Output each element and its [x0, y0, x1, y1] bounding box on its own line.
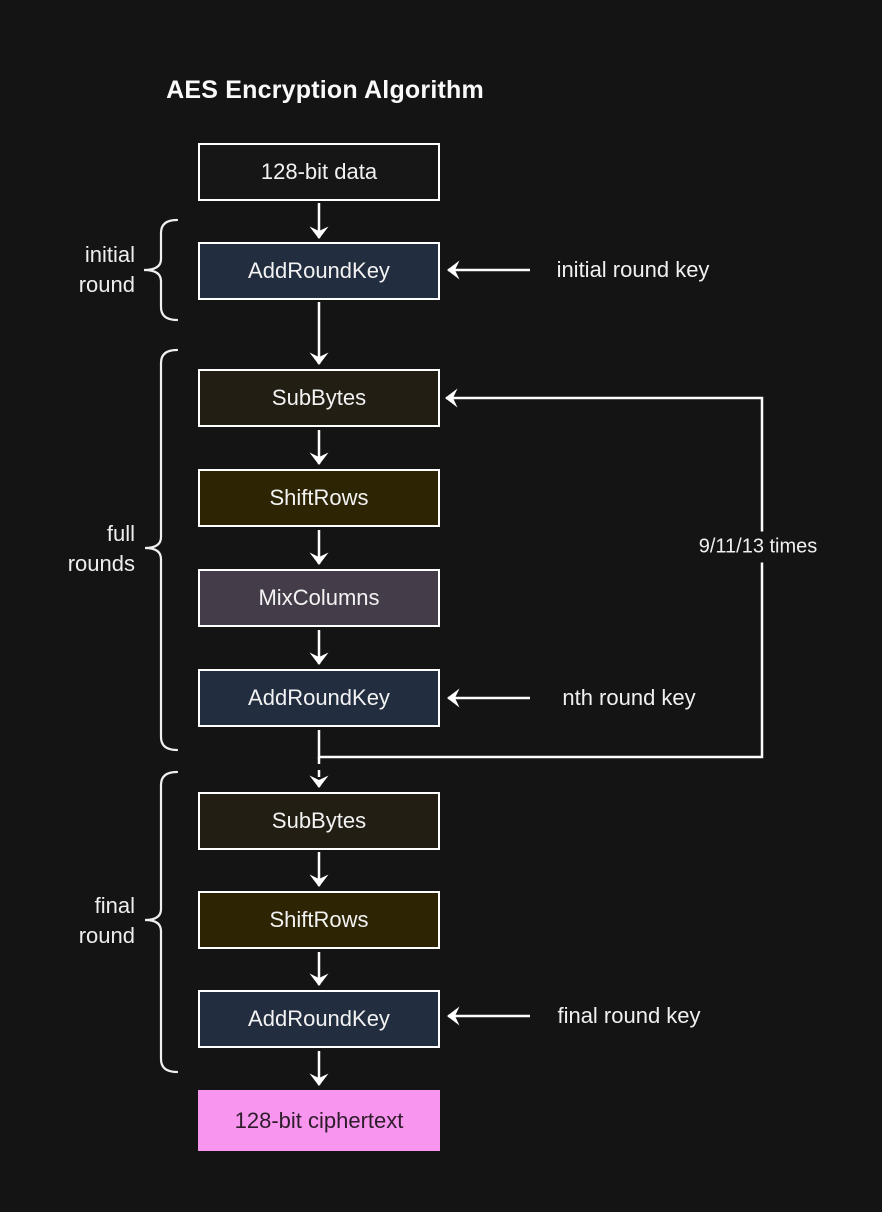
label-final-round-key: final round key [557, 1003, 701, 1028]
node-addroundkey-final: AddRoundKey [198, 990, 440, 1048]
brace-full-rounds [144, 348, 179, 752]
label-final-round: final round [25, 891, 135, 951]
brace-final-round [144, 770, 179, 1074]
label-final-round-line1: final [94, 893, 135, 918]
label-initial-round: initial round [25, 240, 135, 300]
node-addroundkey-full: AddRoundKey [198, 669, 440, 727]
label-initial-round-key: initial round key [556, 257, 710, 282]
label-loop-count: 9/11/13 times [692, 531, 824, 563]
label-full-rounds-line2: rounds [67, 551, 135, 576]
diagram-title: AES Encryption Algorithm [166, 76, 484, 104]
label-nth-round-key: nth round key [562, 685, 696, 710]
label-full-rounds: full rounds [25, 519, 135, 579]
node-subbytes-full: SubBytes [198, 369, 440, 427]
node-shiftrows-full: ShiftRows [198, 469, 440, 527]
node-addroundkey-initial: AddRoundKey [198, 242, 440, 300]
node-128-bit-ciphertext: 128-bit ciphertext [198, 1090, 440, 1151]
loop-connector [317, 388, 764, 759]
node-subbytes-final: SubBytes [198, 792, 440, 850]
label-full-rounds-line1: full [106, 521, 135, 546]
label-final-round-line2: round [78, 923, 135, 948]
node-shiftrows-final: ShiftRows [198, 891, 440, 949]
node-mixcolumns: MixColumns [198, 569, 440, 627]
brace-initial-round [143, 218, 179, 322]
label-initial-round-line1: initial [84, 242, 135, 267]
label-initial-round-line2: round [78, 272, 135, 297]
node-128-bit-data: 128-bit data [198, 143, 440, 201]
